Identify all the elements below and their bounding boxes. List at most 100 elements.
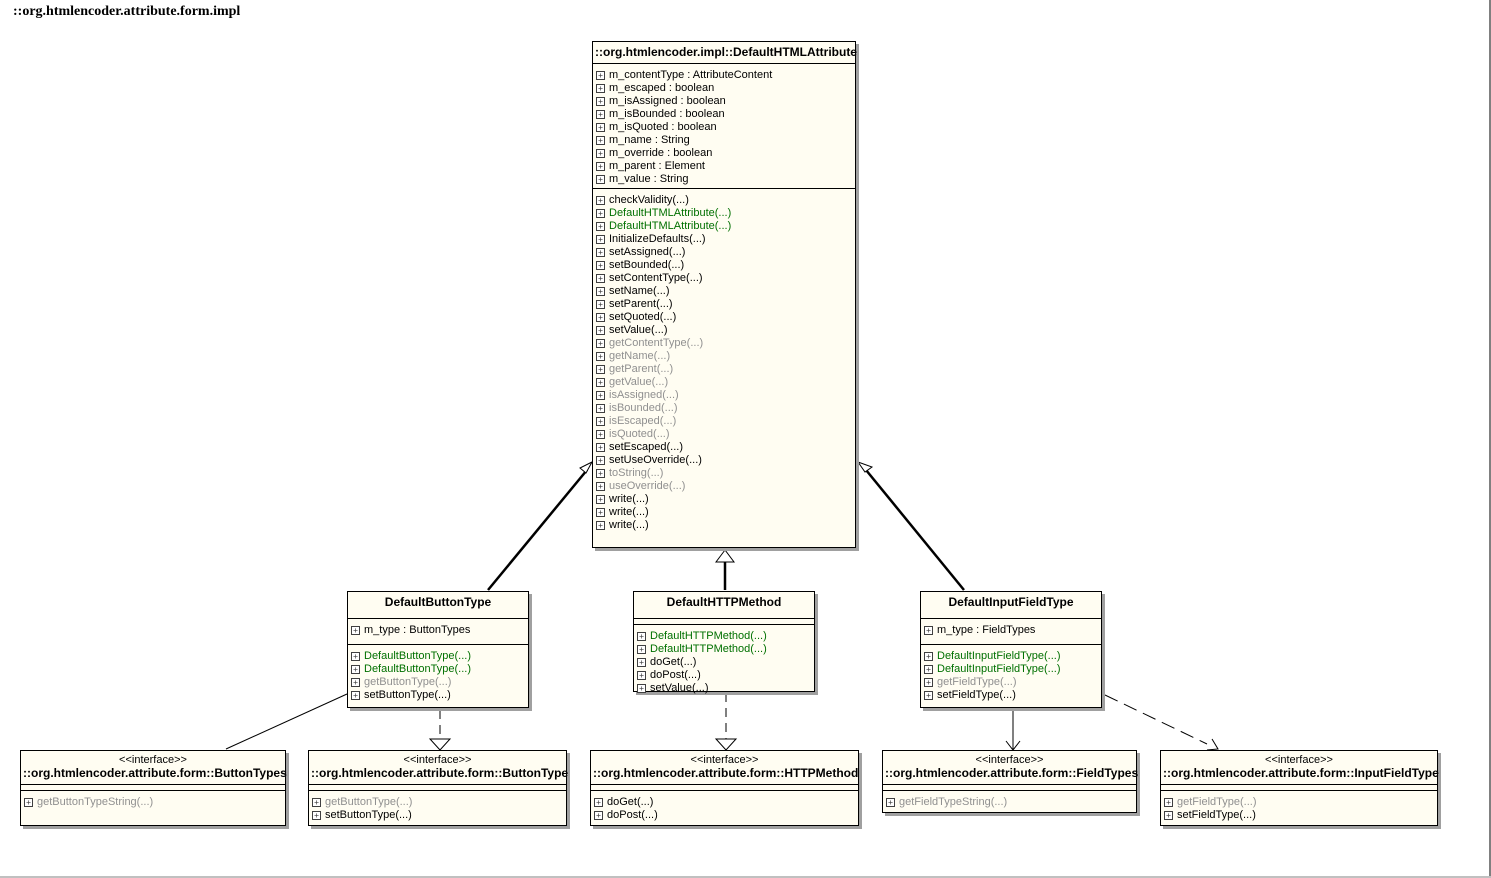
expand-plus-icon[interactable]: +	[924, 652, 933, 661]
expand-plus-icon[interactable]: +	[594, 798, 603, 807]
method-row[interactable]: +setUseOverride(...)	[596, 454, 855, 467]
method-row[interactable]: +getFieldType(...)	[924, 676, 1101, 689]
attribute-row[interactable]: +m_contentType : AttributeContent	[596, 69, 855, 82]
attribute-row[interactable]: +m_type : ButtonTypes	[351, 624, 528, 637]
expand-plus-icon[interactable]: +	[637, 645, 646, 654]
expand-plus-icon[interactable]: +	[596, 443, 605, 452]
expand-plus-icon[interactable]: +	[1164, 811, 1173, 820]
method-row[interactable]: +getFieldType(...)	[1164, 796, 1437, 809]
method-row[interactable]: +write(...)	[596, 493, 855, 506]
expand-plus-icon[interactable]: +	[924, 665, 933, 674]
expand-plus-icon[interactable]: +	[351, 652, 360, 661]
method-row[interactable]: +getButtonType(...)	[312, 796, 566, 809]
expand-plus-icon[interactable]: +	[596, 97, 605, 106]
method-row[interactable]: +doPost(...)	[594, 809, 858, 822]
method-row[interactable]: +getFieldTypeString(...)	[886, 796, 1136, 809]
expand-plus-icon[interactable]: +	[596, 430, 605, 439]
expand-plus-icon[interactable]: +	[596, 136, 605, 145]
method-row[interactable]: +getButtonType(...)	[351, 676, 528, 689]
method-row[interactable]: +setButtonType(...)	[351, 689, 528, 702]
expand-plus-icon[interactable]: +	[637, 684, 646, 693]
method-row[interactable]: +doPost(...)	[637, 669, 814, 682]
expand-plus-icon[interactable]: +	[1164, 798, 1173, 807]
interface-http-method[interactable]: <<interface>>::org.htmlencoder.attribute…	[590, 750, 859, 826]
method-row[interactable]: +doGet(...)	[637, 656, 814, 669]
method-row[interactable]: +useOverride(...)	[596, 480, 855, 493]
expand-plus-icon[interactable]: +	[596, 274, 605, 283]
expand-plus-icon[interactable]: +	[312, 798, 321, 807]
expand-plus-icon[interactable]: +	[596, 196, 605, 205]
method-row[interactable]: +DefaultInputFieldType(...)	[924, 650, 1101, 663]
class-default-http-method[interactable]: DefaultHTTPMethod +DefaultHTTPMethod(...…	[633, 591, 815, 695]
expand-plus-icon[interactable]: +	[924, 678, 933, 687]
method-row[interactable]: +DefaultButtonType(...)	[351, 663, 528, 676]
method-row[interactable]: +setAssigned(...)	[596, 246, 855, 259]
expand-plus-icon[interactable]: +	[886, 798, 895, 807]
interface-button-types[interactable]: <<interface>>::org.htmlencoder.attribute…	[20, 750, 287, 826]
expand-plus-icon[interactable]: +	[596, 378, 605, 387]
attribute-row[interactable]: +m_isBounded : boolean	[596, 108, 855, 121]
attribute-row[interactable]: +m_value : String	[596, 173, 855, 186]
expand-plus-icon[interactable]: +	[596, 469, 605, 478]
method-row[interactable]: +setValue(...)	[596, 324, 855, 337]
expand-plus-icon[interactable]: +	[596, 365, 605, 374]
expand-plus-icon[interactable]: +	[596, 521, 605, 530]
interface-input-field-type[interactable]: <<interface>>::org.htmlencoder.attribute…	[1160, 750, 1439, 826]
expand-plus-icon[interactable]: +	[924, 626, 933, 635]
method-row[interactable]: +setContentType(...)	[596, 272, 855, 285]
expand-plus-icon[interactable]: +	[596, 222, 605, 231]
expand-plus-icon[interactable]: +	[596, 149, 605, 158]
method-row[interactable]: +checkValidity(...)	[596, 194, 855, 207]
expand-plus-icon[interactable]: +	[312, 811, 321, 820]
expand-plus-icon[interactable]: +	[596, 110, 605, 119]
class-default-html-attribute[interactable]: ::org.htmlencoder.impl::DefaultHTMLAttri…	[592, 41, 857, 548]
expand-plus-icon[interactable]: +	[596, 84, 605, 93]
method-row[interactable]: +setButtonType(...)	[312, 809, 566, 822]
expand-plus-icon[interactable]: +	[351, 626, 360, 635]
expand-plus-icon[interactable]: +	[596, 482, 605, 491]
interface-field-types[interactable]: <<interface>>::org.htmlencoder.attribute…	[882, 750, 1138, 813]
expand-plus-icon[interactable]: +	[596, 352, 605, 361]
class-default-button-type[interactable]: DefaultButtonType +m_type : ButtonTypes …	[347, 591, 529, 708]
expand-plus-icon[interactable]: +	[637, 632, 646, 641]
expand-plus-icon[interactable]: +	[596, 508, 605, 517]
expand-plus-icon[interactable]: +	[637, 658, 646, 667]
method-row[interactable]: +write(...)	[596, 506, 855, 519]
method-row[interactable]: +isAssigned(...)	[596, 389, 855, 402]
class-default-input-field-type[interactable]: DefaultInputFieldType +m_type : FieldTyp…	[920, 591, 1102, 708]
expand-plus-icon[interactable]: +	[596, 339, 605, 348]
expand-plus-icon[interactable]: +	[596, 300, 605, 309]
expand-plus-icon[interactable]: +	[596, 162, 605, 171]
method-row[interactable]: +setValue(...)	[637, 682, 814, 695]
expand-plus-icon[interactable]: +	[596, 175, 605, 184]
method-row[interactable]: +setParent(...)	[596, 298, 855, 311]
expand-plus-icon[interactable]: +	[24, 798, 33, 807]
method-row[interactable]: +getContentType(...)	[596, 337, 855, 350]
expand-plus-icon[interactable]: +	[596, 71, 605, 80]
expand-plus-icon[interactable]: +	[596, 235, 605, 244]
expand-plus-icon[interactable]: +	[596, 404, 605, 413]
method-row[interactable]: +setEscaped(...)	[596, 441, 855, 454]
method-row[interactable]: +toString(...)	[596, 467, 855, 480]
expand-plus-icon[interactable]: +	[351, 665, 360, 674]
method-row[interactable]: +setFieldType(...)	[1164, 809, 1437, 822]
attribute-row[interactable]: +m_override : boolean	[596, 147, 855, 160]
expand-plus-icon[interactable]: +	[596, 123, 605, 132]
expand-plus-icon[interactable]: +	[924, 691, 933, 700]
expand-plus-icon[interactable]: +	[596, 248, 605, 257]
method-row[interactable]: +setQuoted(...)	[596, 311, 855, 324]
expand-plus-icon[interactable]: +	[596, 326, 605, 335]
method-row[interactable]: +setBounded(...)	[596, 259, 855, 272]
method-row[interactable]: +DefaultButtonType(...)	[351, 650, 528, 663]
method-row[interactable]: +isBounded(...)	[596, 402, 855, 415]
method-row[interactable]: +isEscaped(...)	[596, 415, 855, 428]
method-row[interactable]: +getButtonTypeString(...)	[24, 796, 285, 809]
method-row[interactable]: +setFieldType(...)	[924, 689, 1101, 702]
method-row[interactable]: +write(...)	[596, 519, 855, 532]
method-row[interactable]: +DefaultHTTPMethod(...)	[637, 630, 814, 643]
method-row[interactable]: +DefaultHTMLAttribute(...)	[596, 207, 855, 220]
attribute-row[interactable]: +m_escaped : boolean	[596, 82, 855, 95]
attribute-row[interactable]: +m_isAssigned : boolean	[596, 95, 855, 108]
method-row[interactable]: +DefaultHTMLAttribute(...)	[596, 220, 855, 233]
expand-plus-icon[interactable]: +	[596, 313, 605, 322]
